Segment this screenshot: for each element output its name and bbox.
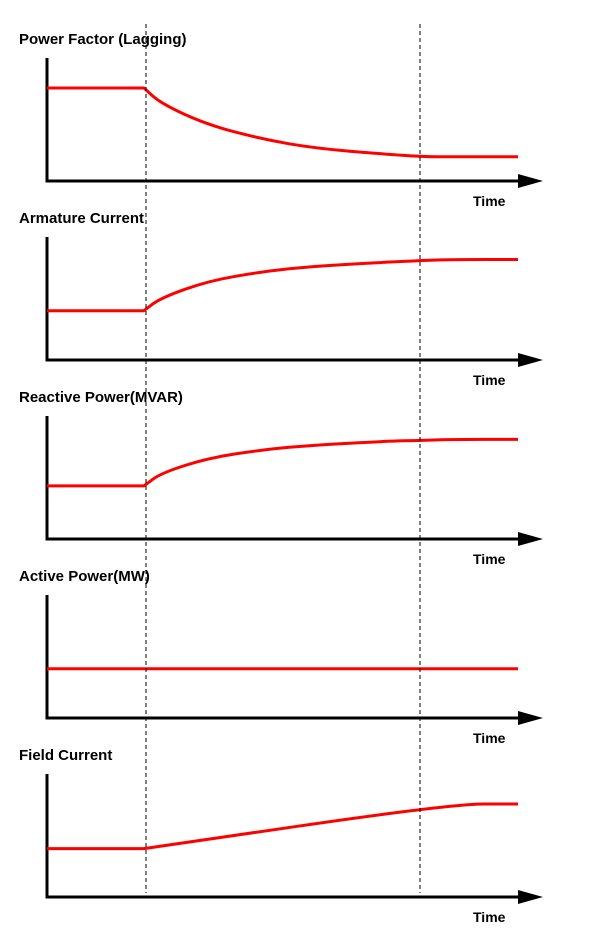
x-axis-arrow-icon [518, 711, 543, 725]
series-line [47, 802, 518, 851]
x-axis-label: Time [473, 193, 506, 209]
x-axis-label: Time [473, 372, 506, 388]
panel-3: Reactive Power(MVAR) Time [19, 389, 543, 567]
series-line [47, 437, 518, 488]
panel-title: Reactive Power(MVAR) [19, 389, 183, 406]
panel-title: Field Current [19, 747, 112, 764]
panel-title: Active Power(MW) [19, 568, 150, 585]
panel-4: Active Power(MW) Time [19, 568, 543, 746]
x-axis-arrow-icon [518, 174, 543, 188]
panel-title: Power Factor (Lagging) [19, 31, 187, 48]
x-axis-label: Time [473, 551, 506, 567]
x-axis-arrow-icon [518, 890, 543, 904]
x-axis-label: Time [473, 730, 506, 746]
series-line [47, 258, 518, 313]
panel-title: Armature Current [19, 210, 144, 227]
x-axis-arrow-icon [518, 532, 543, 546]
panel-1: Power Factor (Lagging) Time [19, 31, 543, 209]
x-axis-arrow-icon [518, 353, 543, 367]
x-axis-label: Time [473, 909, 506, 925]
series-line [47, 86, 518, 159]
